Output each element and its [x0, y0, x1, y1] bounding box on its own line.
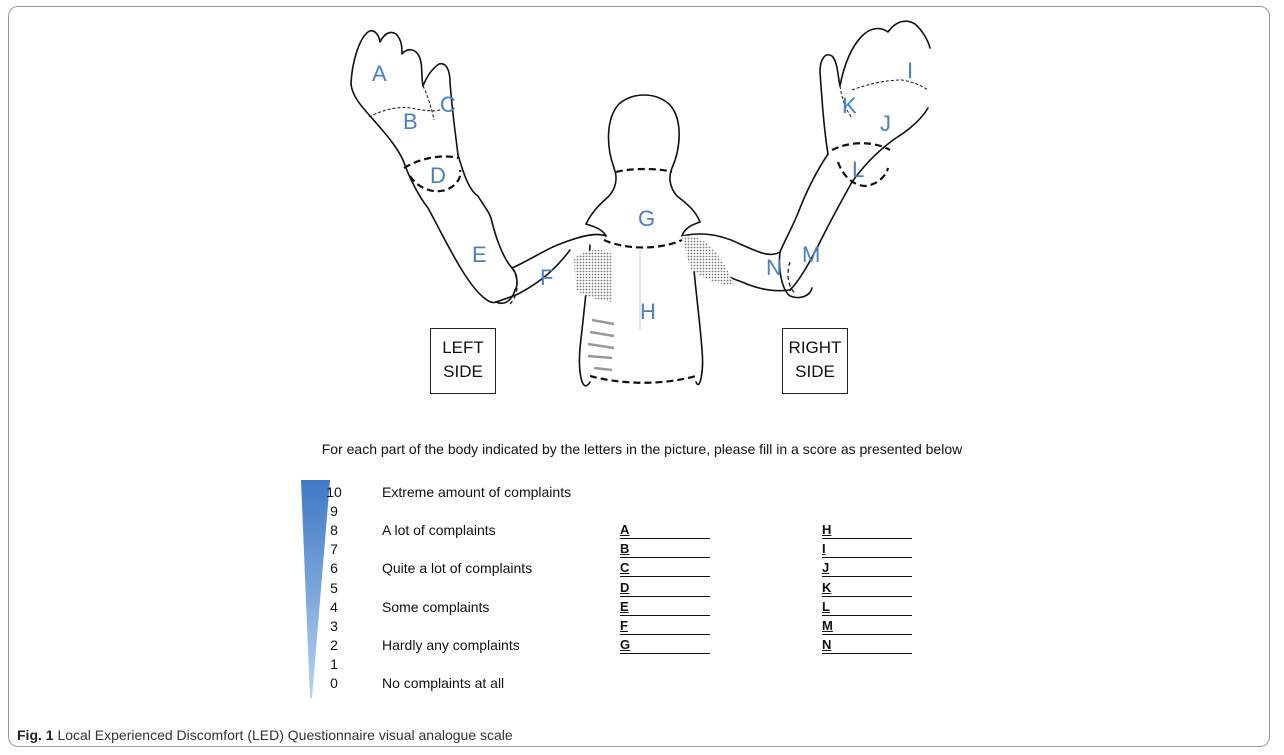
answer-field-label: G	[620, 637, 630, 652]
answer-field-d[interactable]: D	[620, 580, 710, 597]
left-side-box: LEFT SIDE	[430, 328, 496, 394]
figure-caption: Fig. 1 Local Experienced Discomfort (LED…	[17, 727, 513, 743]
answer-field-label: F	[620, 618, 628, 633]
scale-description: No complaints at all	[382, 675, 504, 691]
left-ribs	[588, 320, 614, 370]
answer-field-label: M	[822, 618, 833, 633]
answer-field-c[interactable]: C	[620, 560, 710, 577]
answer-field-h[interactable]: H	[822, 522, 912, 539]
answer-field-label: J	[822, 560, 829, 575]
region-label-i: I	[907, 58, 913, 83]
region-label-n: N	[766, 255, 782, 280]
answer-field-label: K	[822, 580, 831, 595]
region-label-b: B	[403, 109, 418, 134]
neck-left	[586, 168, 616, 224]
region-label-l: L	[852, 157, 864, 182]
scale-description: Hardly any complaints	[382, 637, 520, 653]
answer-field-l[interactable]: L	[822, 599, 912, 616]
right-side-box: RIGHT SIDE	[782, 328, 848, 394]
caption-text: Local Experienced Discomfort (LED) Quest…	[57, 727, 512, 743]
instruction-text: For each part of the body indicated by t…	[0, 441, 1284, 457]
answer-field-k[interactable]: K	[822, 580, 912, 597]
right-elbow-dash	[788, 262, 796, 294]
region-label-m: M	[802, 242, 820, 267]
scale-description: Extreme amount of complaints	[382, 484, 571, 500]
right-forearm-outer	[790, 182, 852, 290]
region-label-f: F	[540, 265, 553, 290]
scale-number: 0	[314, 675, 354, 691]
waist-band	[590, 376, 696, 383]
answer-field-a[interactable]: A	[620, 522, 710, 539]
region-label-h: H	[640, 299, 656, 324]
answer-field-label: C	[620, 560, 629, 575]
caption-label: Fig. 1	[17, 727, 54, 743]
scale-number: 4	[314, 599, 354, 615]
head-outline	[609, 95, 700, 222]
region-label-e: E	[472, 242, 487, 267]
right-forearm-inner	[780, 154, 828, 252]
scale-number: 7	[314, 541, 354, 557]
neck-band	[616, 169, 672, 172]
left-side-line1: LEFT	[431, 336, 495, 360]
scale-number: 3	[314, 618, 354, 634]
scale-number: 2	[314, 637, 354, 653]
right-armpit-shade	[682, 236, 734, 286]
answer-field-b[interactable]: B	[620, 541, 710, 558]
answer-field-label: B	[620, 541, 629, 556]
answer-field-label: H	[822, 522, 831, 537]
region-label-k: K	[842, 93, 857, 118]
region-label-c: C	[440, 92, 456, 117]
answer-field-label: A	[620, 522, 629, 537]
answer-field-i[interactable]: I	[822, 541, 912, 558]
answer-field-j[interactable]: J	[822, 560, 912, 577]
left-forearm-inner	[458, 155, 492, 222]
right-hand-outline	[820, 21, 930, 154]
right-palm-line	[852, 80, 928, 90]
scale-description: A lot of complaints	[382, 522, 496, 538]
scale-number: 1	[314, 656, 354, 672]
region-label-j: J	[880, 111, 891, 136]
answer-field-g[interactable]: G	[620, 637, 710, 654]
region-label-a: A	[372, 61, 387, 86]
left-forearm-outer	[403, 160, 496, 303]
answer-field-e[interactable]: E	[620, 599, 710, 616]
scale-description: Some complaints	[382, 599, 489, 615]
chest-band	[604, 240, 682, 248]
answer-field-label: D	[620, 580, 629, 595]
scale-number: 6	[314, 560, 354, 576]
scale-number: 5	[314, 580, 354, 596]
left-side-line2: SIDE	[431, 360, 495, 384]
answer-field-n[interactable]: N	[822, 637, 912, 654]
scale-number: 9	[314, 503, 354, 519]
region-label-g: G	[638, 206, 655, 231]
answer-field-f[interactable]: F	[620, 618, 710, 635]
answer-field-m[interactable]: M	[822, 618, 912, 635]
region-label-d: D	[430, 163, 446, 188]
answer-field-label: I	[822, 541, 826, 556]
scale-number: 10	[314, 484, 354, 500]
answer-field-label: E	[620, 599, 629, 614]
left-thumb-line	[423, 86, 434, 120]
right-side-line1: RIGHT	[783, 336, 847, 360]
right-side-line2: SIDE	[783, 360, 847, 384]
scale-description: Quite a lot of complaints	[382, 560, 532, 576]
answer-field-label: L	[822, 599, 830, 614]
left-hand-inner	[351, 84, 403, 160]
answer-field-label: N	[822, 637, 831, 652]
scale-number: 8	[314, 522, 354, 538]
left-armpit-shade	[574, 250, 612, 302]
